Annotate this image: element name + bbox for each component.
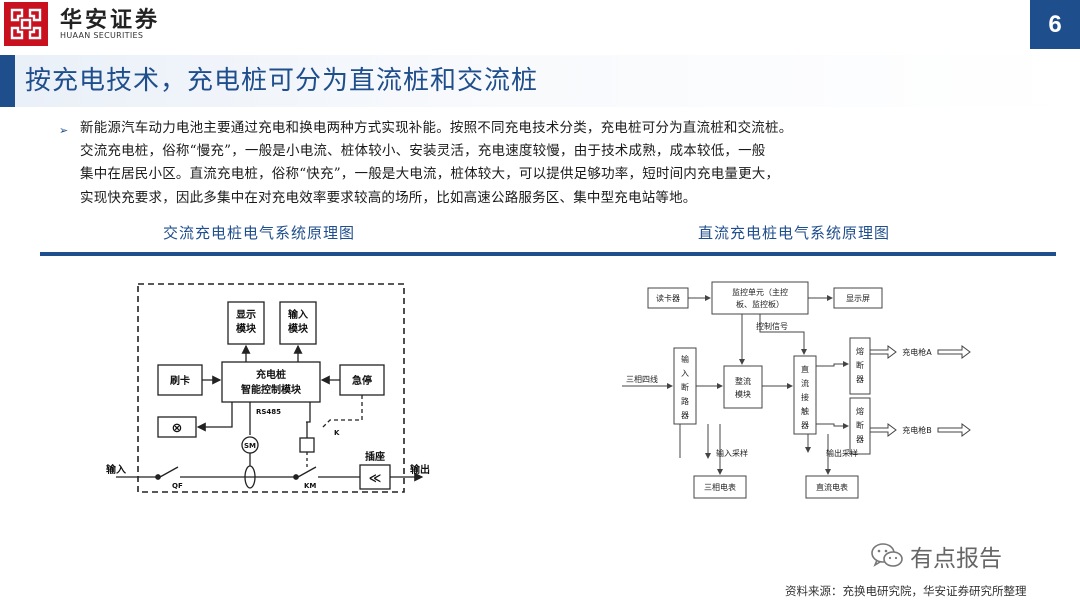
input-label: 输入 — [106, 463, 126, 476]
input-breaker-label: 路 — [681, 396, 689, 406]
three-phase-meter-label: 三相电表 — [704, 482, 736, 492]
gun-a-label: 充电枪A — [902, 347, 932, 357]
dc-contactor-label: 直 — [801, 364, 809, 374]
fuse-a-label: 断 — [856, 360, 864, 370]
output-label: 输出 — [410, 463, 430, 476]
fuse-a-label: 熔 — [856, 346, 864, 356]
estop-label: 急停 — [352, 374, 372, 387]
monitor-unit-label: 监控单元（主控 — [732, 287, 788, 297]
controller-label: 智能控制模块 — [241, 383, 302, 396]
fuse-b-label: 器 — [856, 435, 864, 444]
input-module-label: 模块 — [288, 322, 309, 335]
dc-contactor-label: 器 — [801, 421, 809, 430]
input-sampling-label: 输入采样 — [716, 448, 748, 458]
body-paragraph: 新能源汽车动力电池主要通过充电和换电两种方式实现补能。按照不同充电技术分类，充电… — [80, 117, 1035, 210]
input-module-label: 输入 — [288, 308, 308, 321]
dc-charger-diagram: 读卡器 监控单元（主控 板、监控板） 显示屏 控制信号 三相四线 输 入 断 路… — [622, 281, 971, 499]
fuse-b-label: 熔 — [856, 406, 864, 416]
rectifier-label: 模块 — [735, 389, 751, 399]
watermark: 有点报告 — [870, 536, 1002, 576]
three-phase-input-label: 三相四线 — [626, 374, 658, 384]
figure-caption-ac: 交流充电桩电气系统原理图 — [163, 224, 356, 242]
controller-label: 充电桩 — [256, 368, 286, 381]
monitor-unit-label: 板、监控板） — [736, 299, 784, 309]
card-reader-label: 读卡器 — [656, 293, 680, 303]
dc-meter-label: 直流电表 — [816, 482, 848, 492]
display-module-label: 模块 — [236, 322, 257, 335]
input-breaker-label: 入 — [681, 369, 689, 378]
dc-contactor-label: 接 — [801, 392, 809, 402]
slide-title: 按充电技术，充电桩可分为直流桩和交流桩 — [25, 66, 539, 96]
brand-name-en: HUAAN SECURITIES — [60, 31, 144, 40]
title-background — [15, 55, 1080, 107]
fuse-a-label: 器 — [856, 375, 864, 384]
output-sampling-label: 输出采样 — [826, 448, 858, 458]
watermark-text: 有点报告 — [910, 546, 1002, 572]
qf-label: QF — [172, 482, 183, 490]
dc-contactor-label: 流 — [801, 378, 809, 388]
ac-charger-diagram: 显示 模块 输入 模块 充电桩 智能控制模块 刷卡 急停 ⊗ 输入 输出 插座 … — [106, 283, 430, 493]
display-module-label: 显示 — [236, 309, 256, 321]
body-line: 集中在居民小区。直流充电桩，俗称“快充”，一般是大电流，桩体较大，可以提供足够功… — [80, 166, 780, 183]
socket-icon: ≪ — [369, 471, 382, 485]
fuse-b-label: 断 — [856, 420, 864, 430]
km-label: KM — [304, 482, 316, 490]
input-breaker-label: 输 — [681, 354, 689, 364]
source-note: 资料来源：充换电研究院，华安证券研究所整理 — [785, 584, 1027, 598]
rectifier-label: 整流 — [735, 376, 751, 386]
rs485-label: RS485 — [256, 408, 281, 416]
sm-meter-label: SM — [244, 442, 256, 450]
input-breaker-label: 断 — [681, 382, 689, 392]
display-screen-label: 显示屏 — [846, 294, 870, 303]
dc-contactor-label: 触 — [801, 406, 809, 416]
k-label: K — [334, 429, 340, 437]
gun-b-label: 充电枪B — [902, 425, 932, 435]
huaan-logo-icon — [4, 2, 48, 46]
wechat-icon — [871, 543, 903, 567]
bullet-arrow-icon: ➢ — [59, 124, 69, 137]
body-line: 新能源汽车动力电池主要通过充电和换电两种方式实现补能。按照不同充电技术分类，充电… — [80, 120, 793, 136]
caption-divider — [40, 252, 1056, 256]
figure-caption-dc: 直流充电桩电气系统原理图 — [698, 224, 891, 242]
body-line: 交流充电桩，俗称“慢充”，一般是小电流、桩体较小、安装灵活，充电速度较慢，由于技… — [80, 143, 766, 160]
card-swipe-label: 刷卡 — [170, 374, 190, 387]
brand-name-cn: 华安证券 — [60, 7, 161, 33]
body-line: 实现快充要求，因此多集中在对充电效率要求较高的场所，比如高速公路服务区、集中型充… — [80, 189, 697, 206]
page-number: 6 — [1030, 0, 1080, 49]
title-accent-bar — [0, 55, 15, 107]
input-breaker-label: 器 — [681, 411, 689, 420]
control-signal-label: 控制信号 — [756, 321, 788, 331]
socket-label: 插座 — [365, 450, 385, 463]
meter-icon: ⊗ — [172, 421, 183, 436]
